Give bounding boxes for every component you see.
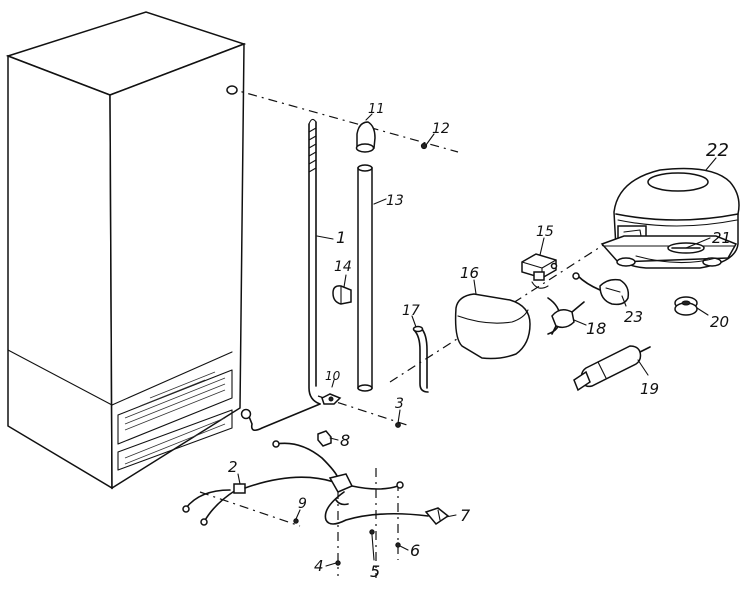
overload-protector xyxy=(572,272,630,306)
clip-part xyxy=(332,285,352,305)
drier-tube-assembly xyxy=(355,121,376,392)
callout-8: 8 xyxy=(340,431,350,450)
callout-15: 15 xyxy=(536,224,554,240)
compressor xyxy=(600,167,740,269)
callout-10: 10 xyxy=(325,369,341,383)
refrigerator-cabinet xyxy=(5,11,247,490)
terminal-block xyxy=(317,430,332,447)
callout-leaders xyxy=(237,113,717,567)
callout-labels: 1 2 3 4 5 6 7 8 9 10 11 12 13 14 15 16 1… xyxy=(228,102,731,581)
rear-tube-assembly xyxy=(226,85,428,150)
callout-6: 6 xyxy=(410,541,420,560)
wiring-harness xyxy=(182,440,450,566)
callout-9: 9 xyxy=(298,496,307,512)
callout-11: 11 xyxy=(368,102,385,117)
callout-23: 23 xyxy=(624,308,643,326)
grommet-part xyxy=(321,393,342,405)
callout-1: 1 xyxy=(336,228,346,247)
drain-pan xyxy=(454,293,531,360)
callout-3: 3 xyxy=(395,396,404,412)
relay-part xyxy=(521,253,558,289)
callout-5: 5 xyxy=(370,562,380,581)
overload-clip xyxy=(547,297,585,335)
callout-22: 22 xyxy=(706,140,729,161)
callout-16: 16 xyxy=(460,264,479,282)
callout-7: 7 xyxy=(460,506,471,525)
condenser-tube xyxy=(240,118,321,432)
callout-19: 19 xyxy=(640,380,659,398)
callout-14: 14 xyxy=(334,259,352,275)
filter-drier xyxy=(573,345,651,392)
callout-18: 18 xyxy=(586,319,606,338)
callout-4: 4 xyxy=(314,557,324,575)
callout-2: 2 xyxy=(228,458,238,476)
callout-12: 12 xyxy=(432,121,450,137)
callout-13: 13 xyxy=(386,193,404,209)
mounting-grommet xyxy=(674,296,698,316)
callout-20: 20 xyxy=(710,313,729,331)
assembly-centerlines xyxy=(199,87,609,578)
callout-17: 17 xyxy=(402,303,420,319)
callout-21: 21 xyxy=(712,229,731,247)
drain-hose xyxy=(412,325,429,393)
